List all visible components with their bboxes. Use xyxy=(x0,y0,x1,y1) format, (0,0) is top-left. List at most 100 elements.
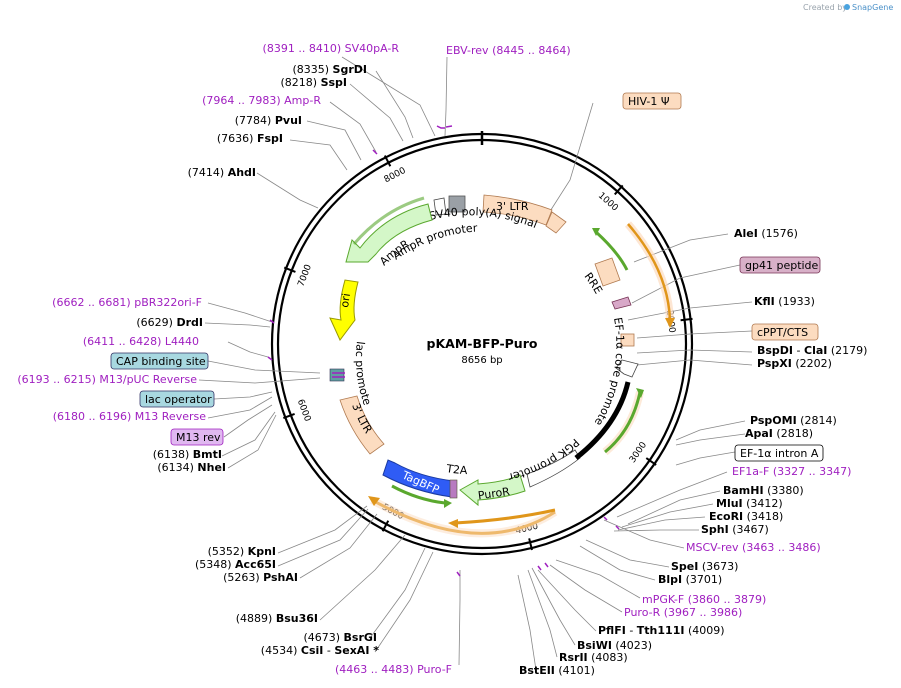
tick-label-8000: 8000 xyxy=(383,166,408,186)
ef1-green-arc xyxy=(604,391,642,454)
box-cap-binding[interactable]: CAP binding site xyxy=(110,352,209,370)
left-site-m13-puc-reverse[interactable]: (6193 .. 6215) M13/pUC Reverse xyxy=(17,373,197,386)
right-site-sphi[interactable]: SphI (3467) xyxy=(701,523,769,536)
t2a-label: T2A xyxy=(445,462,469,477)
box-m13rev[interactable]: M13 rev xyxy=(170,428,224,446)
orange-arrowhead-right xyxy=(665,318,675,328)
left-site-sspi[interactable]: (8218) SspI xyxy=(280,76,347,89)
right-site-labels: EBV-rev (8445 .. 8464) AleI (1576) KflI (1… xyxy=(446,44,867,677)
left-site-nhei[interactable]: (6134) NheI xyxy=(157,461,226,474)
ampr-highlight xyxy=(352,196,425,245)
t2a-feature[interactable] xyxy=(449,479,458,499)
left-site-pvui[interactable]: (7784) PvuI xyxy=(235,114,302,127)
rre-feature[interactable] xyxy=(594,257,621,287)
box-cppt[interactable]: cPPT/CTS xyxy=(751,323,819,341)
box-ef1-intron-text: EF-1α intron A xyxy=(740,447,819,460)
box-lac-operator[interactable]: lac operator xyxy=(139,390,215,408)
box-gp41[interactable]: gp41 peptide xyxy=(739,256,821,274)
ori-feature[interactable] xyxy=(329,279,359,341)
box-cppt-text: cPPT/CTS xyxy=(757,326,808,339)
right-site-rsrii[interactable]: RsrII (4083) xyxy=(559,651,628,664)
puror-feature[interactable] xyxy=(459,474,526,507)
right-site-mpgk-f[interactable]: mPGK-F (3860 .. 3879) xyxy=(642,593,766,606)
tick-8000 xyxy=(383,155,392,167)
orange-arc-bottom-bg xyxy=(370,496,558,538)
left-site-bmti[interactable]: (6138) BmtI xyxy=(153,448,222,461)
right-site-ecori[interactable]: EcoRI (3418) xyxy=(709,510,783,523)
right-site-alei[interactable]: AleI (1576) xyxy=(734,227,798,240)
right-site-ef1a-f[interactable]: EF1a-F (3327 .. 3347) xyxy=(732,465,851,478)
tick-7000 xyxy=(283,266,296,273)
left-site-sv40pa-r[interactable]: (8391 .. 8410) SV40pA-R xyxy=(263,42,400,55)
amp-promoter-box xyxy=(433,197,447,216)
left-site-kpni[interactable]: (5352) KpnI xyxy=(208,545,276,558)
right-site-pspomi[interactable]: PspOMI (2814) xyxy=(750,414,837,427)
right-site-bspdi[interactable]: BspDI - ClaI (2179) xyxy=(757,344,867,357)
box-hiv-psi[interactable]: HIV-1 Ψ xyxy=(622,92,682,110)
tick-label-1000: 1000 xyxy=(596,191,620,214)
box-ef1-intron[interactable]: EF-1α intron A xyxy=(734,444,824,462)
orange-arc-inner xyxy=(454,508,556,525)
left-site-drdi[interactable]: (6629) DrdI xyxy=(136,316,203,329)
ef1-intron-feature[interactable] xyxy=(574,381,631,460)
left-site-labels: (8391 .. 8410) SV40pA-R (8335) SgrDI(8218… xyxy=(17,42,452,676)
left-site-bsu36i[interactable]: (4889) Bsu36I xyxy=(236,612,318,625)
sv40-polya-feature[interactable] xyxy=(448,195,466,213)
ori-label: ori xyxy=(338,292,353,308)
tick-5000 xyxy=(381,520,390,532)
ltr3-top-tail xyxy=(545,211,567,234)
right-site-bamhi[interactable]: BamHI (3380) xyxy=(723,484,804,497)
puror-label: PuroR xyxy=(477,485,511,502)
plasmid-length: 8656 bp xyxy=(461,355,502,366)
left-site-m13-reverse[interactable]: (6180 .. 6196) M13 Reverse xyxy=(53,410,206,423)
right-site-ebv-rev[interactable]: EBV-rev (8445 .. 8464) xyxy=(446,44,571,57)
left-site-puro-f[interactable]: (4463 .. 4483) Puro-F xyxy=(335,663,452,676)
left-site-csii[interactable]: (4534) CsiI - SexAI * xyxy=(261,644,379,657)
box-hiv-psi-text: HIV-1 Ψ xyxy=(628,95,670,108)
green-arc-right xyxy=(594,230,629,271)
t2a-text: T2A xyxy=(445,462,469,477)
orange-arrowhead-inner xyxy=(448,519,458,528)
right-site-spei[interactable]: SpeI (3673) xyxy=(671,560,738,573)
right-site-mscv-rev[interactable]: MSCV-rev (3463 .. 3486) xyxy=(686,541,821,554)
right-site-pspxi[interactable]: PspXI (2202) xyxy=(757,357,832,370)
left-site-sgrdi[interactable]: (8335) SgrDI xyxy=(292,63,367,76)
left-site-pbr322ori-f[interactable]: (6662 .. 6681) pBR322ori-F xyxy=(52,296,202,309)
left-site-pshai[interactable]: (5263) PshAI xyxy=(223,571,298,584)
right-site-kfli[interactable]: KflI (1933) xyxy=(754,295,815,308)
primer-markers xyxy=(267,125,620,577)
right-site-blpi[interactable]: BlpI (3701) xyxy=(658,573,722,586)
green-arrowhead-right xyxy=(592,228,600,236)
left-site-acc65i[interactable]: (5348) Acc65I xyxy=(195,558,276,571)
tick-3000 xyxy=(645,457,657,466)
tick-2000 xyxy=(680,317,693,322)
snapgene-credit: Created by SnapGene xyxy=(803,3,893,12)
right-site-mlui[interactable]: MluI (3412) xyxy=(716,497,783,510)
box-lac-operator-text: lac operator xyxy=(145,393,212,406)
right-site-bsteii[interactable]: BstEII (4101) xyxy=(519,664,595,677)
right-site-bsiwi[interactable]: BsiWI (4023) xyxy=(577,639,652,652)
tick-label-7000: 7000 xyxy=(296,263,314,288)
ltr3-bottom-feature[interactable] xyxy=(339,395,385,455)
left-site-bsrgi[interactable]: (4673) BsrGI xyxy=(303,631,377,644)
left-site-fspi[interactable]: (7636) FspI xyxy=(217,132,283,145)
ef1-green-arrowhead xyxy=(636,388,644,398)
lac-operator-feature[interactable] xyxy=(329,368,345,382)
leader-lines xyxy=(198,56,753,671)
tagbfp-green-arrowhead xyxy=(444,499,452,508)
snapgene-logo-icon xyxy=(844,4,850,10)
cppt-feature[interactable] xyxy=(620,333,635,347)
right-site-pflfi[interactable]: PflFI - Tth111I (4009) xyxy=(598,624,725,637)
left-site-l4440[interactable]: (6411 .. 6428) L4440 xyxy=(83,335,199,348)
box-cap-binding-text: CAP binding site xyxy=(116,355,206,368)
left-site-amp-r[interactable]: (7964 .. 7983) Amp-R xyxy=(202,94,321,107)
ef1-core-arrow[interactable] xyxy=(615,359,639,378)
right-site-puro-r[interactable]: Puro-R (3967 .. 3986) xyxy=(624,606,742,619)
right-site-apai[interactable]: ApaI (2818) xyxy=(745,427,813,440)
ampr-feature[interactable] xyxy=(345,203,433,263)
tick-6000 xyxy=(283,412,295,420)
left-site-ahdi[interactable]: (7414) AhdI xyxy=(188,166,256,179)
gp41-feature[interactable] xyxy=(611,296,632,310)
